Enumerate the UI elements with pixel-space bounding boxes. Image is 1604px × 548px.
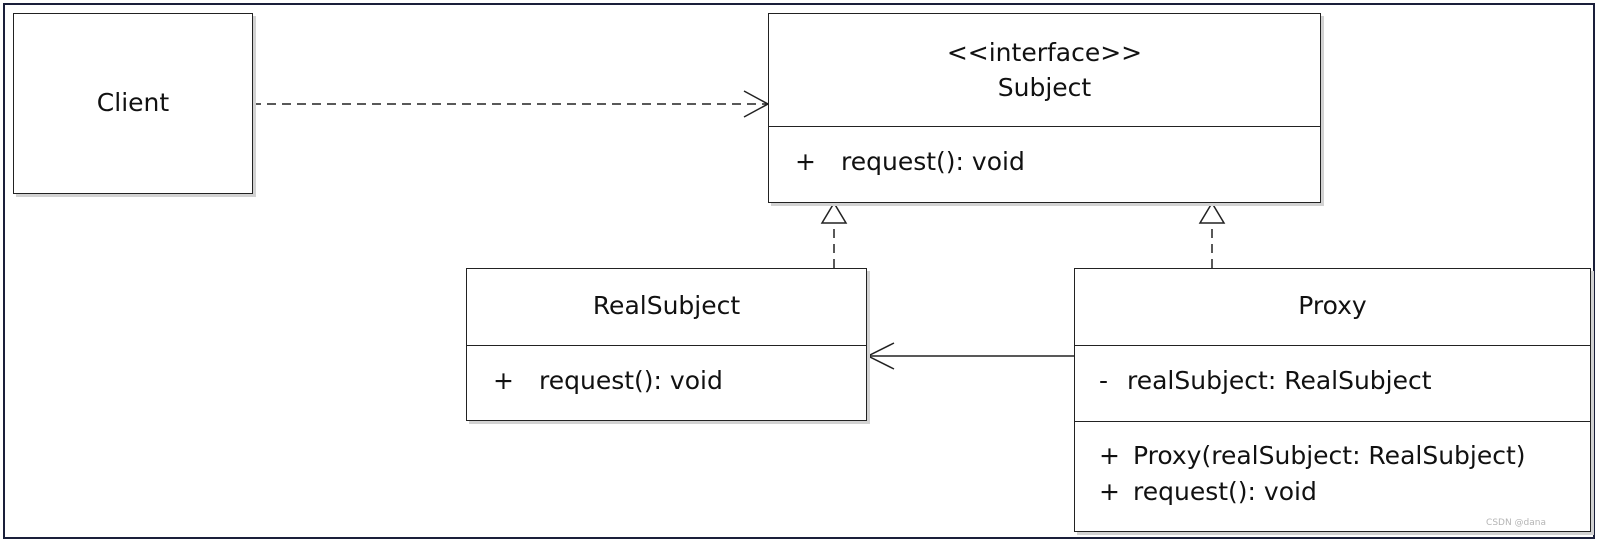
attribute-signature: realSubject: RealSubject [1127, 366, 1432, 395]
association-proxy-realsubject [866, 342, 1074, 370]
subject-stereotype: <<interface>> [946, 38, 1143, 67]
proxy-header: Proxy [1075, 269, 1590, 345]
visibility-marker: - [1099, 366, 1109, 395]
subject-method: + request(): void [795, 147, 1025, 176]
subject-methods: + request(): void [769, 126, 1320, 201]
realsubject-method: + request(): void [493, 366, 723, 395]
realsubject-header: RealSubject [467, 269, 866, 345]
visibility-marker: + [493, 366, 514, 395]
client-class: Client [13, 13, 253, 194]
method-signature: request(): void [841, 147, 1025, 176]
visibility-marker: + [1099, 477, 1120, 506]
method-signature: request(): void [539, 366, 723, 395]
realization-proxy-subject [1198, 201, 1226, 268]
proxy-methods: + Proxy(realSubject: RealSubject) + reques… [1075, 421, 1590, 529]
realsubject-methods: + request(): void [467, 345, 866, 420]
method-signature: Proxy(realSubject: RealSubject) [1133, 441, 1526, 470]
watermark-text: CSDN @dana [1486, 518, 1546, 528]
realsubject-class-name: RealSubject [592, 291, 741, 320]
realization-realsubject-subject [820, 201, 848, 268]
client-class-name: Client [96, 88, 170, 117]
visibility-marker: + [1099, 441, 1120, 470]
subject-interface: <<interface>> Subject + request(): void [768, 13, 1321, 203]
proxy-method: + request(): void [1099, 477, 1317, 506]
proxy-attribute: -realSubject: RealSubject [1099, 366, 1432, 395]
method-signature: request(): void [1133, 477, 1317, 506]
diagram-frame [3, 3, 1595, 539]
realsubject-class: RealSubject + request(): void [466, 268, 867, 421]
proxy-class: Proxy -realSubject: RealSubject + Proxy(r… [1074, 268, 1591, 532]
proxy-class-name: Proxy [1298, 291, 1367, 320]
dependency-client-subject [252, 90, 770, 118]
proxy-method: + Proxy(realSubject: RealSubject) [1099, 441, 1526, 470]
subject-class-name: Subject [997, 73, 1092, 102]
subject-header: <<interface>> Subject [769, 14, 1320, 126]
proxy-attributes: -realSubject: RealSubject [1075, 345, 1590, 421]
visibility-marker: + [795, 147, 816, 176]
